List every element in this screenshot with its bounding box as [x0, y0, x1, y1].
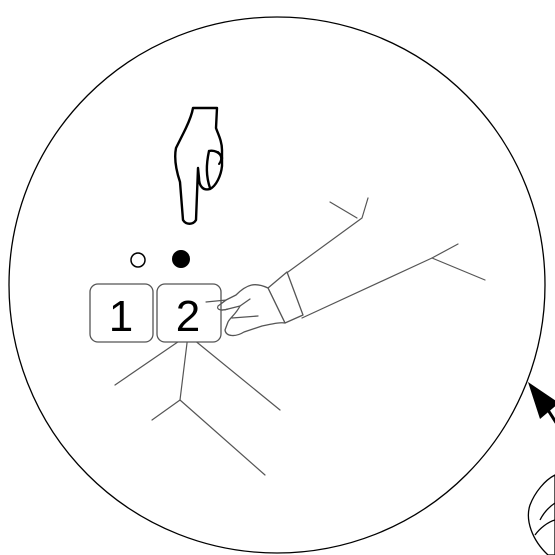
corner-hand-icon [528, 475, 555, 555]
button-1[interactable]: 1 [90, 284, 153, 342]
button-1-label: 1 [109, 292, 133, 341]
button-2-label: 2 [176, 292, 200, 341]
arrow-shaft [548, 410, 555, 460]
button-2[interactable]: 2 [157, 284, 221, 342]
corner-hand-outline [528, 475, 555, 555]
arrow-icon [528, 382, 555, 460]
indicator-light-1-off [131, 253, 145, 267]
indicator-light-2-on [173, 251, 190, 268]
